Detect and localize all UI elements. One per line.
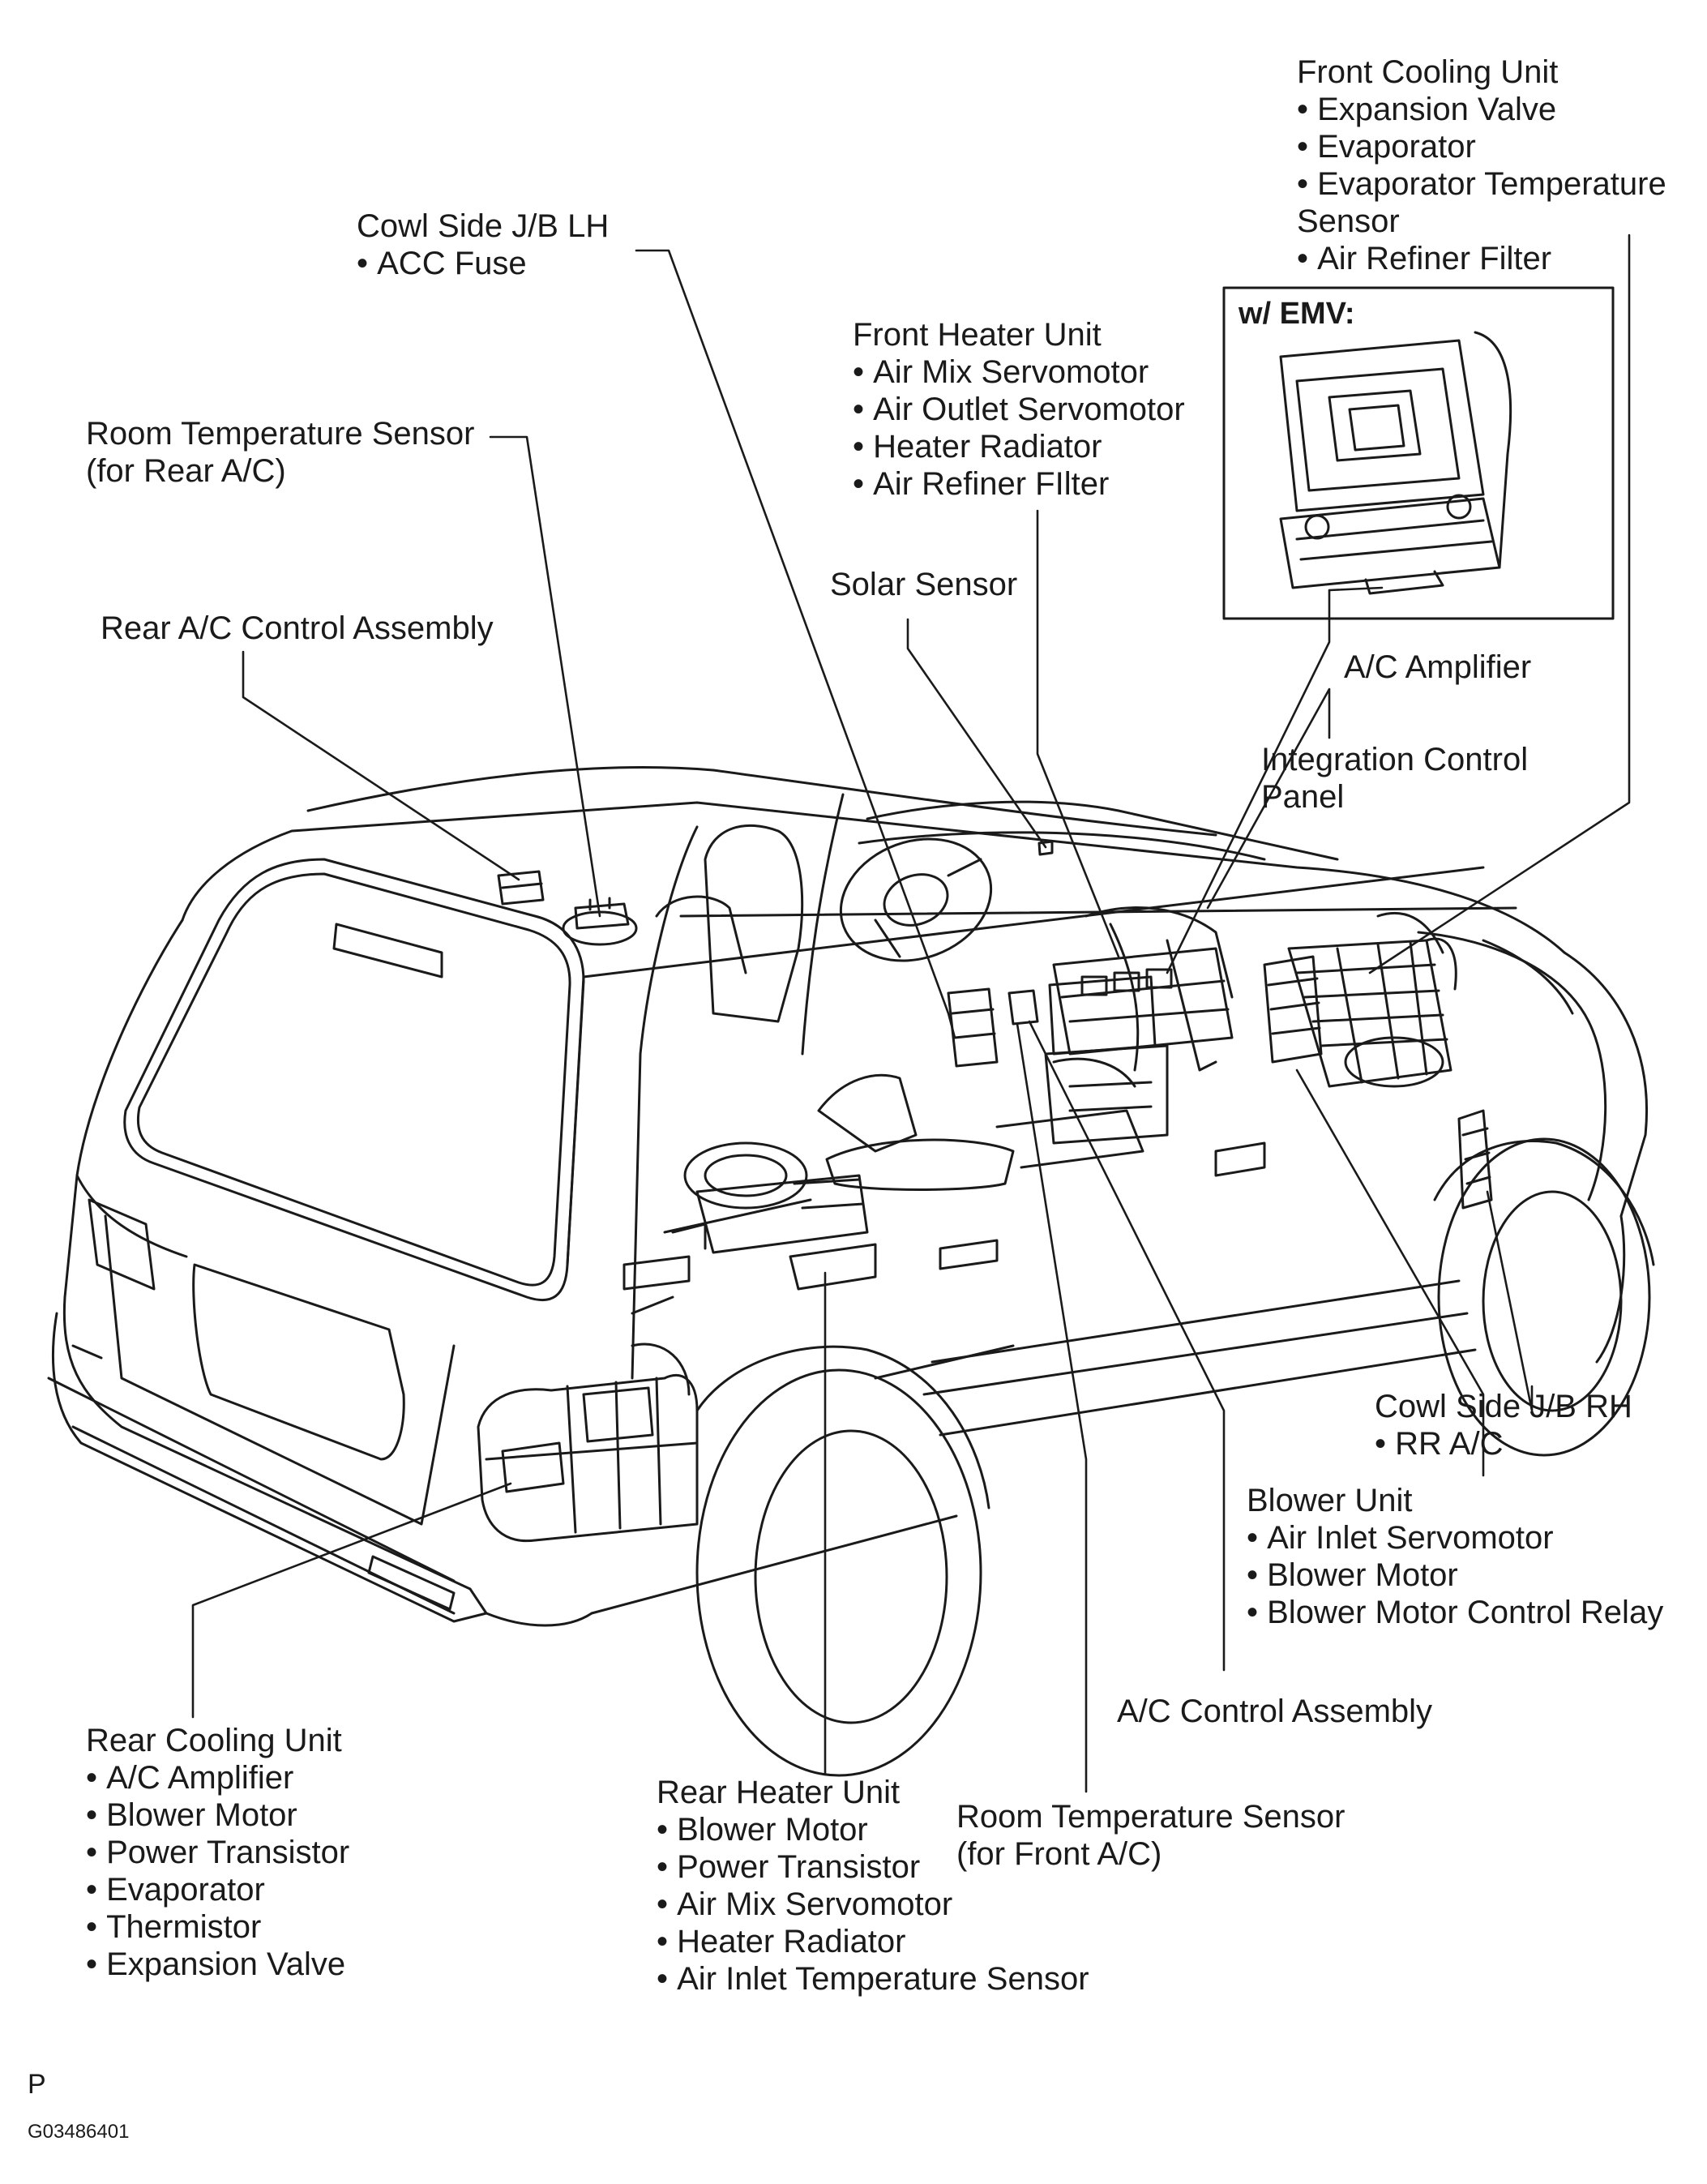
label-rear-ac-control-assembly: Rear A/C Control Assembly — [101, 610, 494, 647]
label-title: Rear A/C Control Assembly — [101, 610, 494, 646]
label-item: Air Mix Servomotor — [853, 353, 1185, 391]
label-blower-unit: Blower Unit Air Inlet Servomotor Blower … — [1247, 1482, 1663, 1631]
ac-control-assembly-part — [1008, 989, 1039, 1026]
label-rear-cooling-unit: Rear Cooling Unit A/C Amplifier Blower M… — [86, 1722, 349, 1983]
label-item: Air Inlet Temperature Sensor — [657, 1960, 1089, 1998]
label-item: Power Transistor — [657, 1848, 1089, 1886]
label-item: Evaporator — [86, 1871, 349, 1908]
label-title: Rear Cooling Unit — [86, 1723, 342, 1758]
label-front-cooling-unit: Front Cooling Unit Expansion Valve Evapo… — [1297, 54, 1666, 277]
label-item: Expansion Valve — [86, 1946, 349, 1983]
rear-ac-control-assembly-part — [497, 870, 545, 906]
label-item: Blower Motor Control Relay — [1247, 1594, 1663, 1631]
page-letter: P — [28, 2069, 46, 2100]
label-item: Thermistor — [86, 1908, 349, 1946]
vehicle-body-outline — [47, 766, 1648, 1627]
label-cowl-side-jb-rh: Cowl Side J/B RH RR A/C — [1375, 1388, 1632, 1462]
rear-heater-unit-part — [671, 1141, 877, 1291]
label-title: Room Temperature Sensor — [956, 1799, 1345, 1835]
label-item: Heater Radiator — [657, 1923, 1089, 1960]
rear-wheel — [695, 1345, 990, 1777]
label-item: A/C Amplifier — [86, 1759, 349, 1796]
label-item: Air Outlet Servomotor — [853, 391, 1185, 428]
label-title: A/C Control Assembly — [1117, 1694, 1433, 1729]
label-item: Blower Motor — [657, 1811, 1089, 1848]
integration-control-panel-part — [1048, 975, 1157, 1056]
label-title: A/C Amplifier — [1344, 649, 1532, 685]
figure-id: G03486401 — [28, 2121, 130, 2143]
label-integration-control-panel: Integration Control Panel — [1261, 741, 1528, 816]
label-item: Air Mix Servomotor — [657, 1886, 1089, 1923]
cowl-side-jb-rh-part — [1457, 1109, 1493, 1210]
label-subtitle: (for Front A/C) — [956, 1836, 1162, 1872]
rear-cooling-unit-part — [477, 1343, 699, 1543]
cowl-side-jb-lh-part — [947, 987, 999, 1068]
label-item: Heater Radiator — [853, 428, 1185, 465]
front-cooling-unit-part — [1287, 937, 1457, 1088]
room-temp-sensor-rear-part — [562, 897, 638, 946]
label-title: Blower Unit — [1247, 1483, 1413, 1518]
front-heater-unit-part — [1052, 906, 1234, 1072]
label-title: Solar Sensor — [830, 567, 1018, 602]
label-item: Air Refiner FIlter — [853, 465, 1185, 503]
label-item: Air Inlet Servomotor — [1247, 1519, 1663, 1557]
label-item: Power Transistor — [86, 1834, 349, 1871]
emv-inset-title: w/ EMV: — [1239, 297, 1355, 331]
interior-outline — [655, 800, 1339, 1191]
label-item: Evaporator Temperature — [1297, 165, 1666, 203]
label-solar-sensor: Solar Sensor — [830, 566, 1017, 603]
label-title: Rear Heater Unit — [657, 1775, 901, 1810]
label-item: ACC Fuse — [357, 245, 609, 282]
label-item: Blower Motor — [1247, 1557, 1663, 1594]
label-subtitle: Panel — [1261, 779, 1345, 815]
label-item: Air Refiner Filter — [1297, 240, 1666, 277]
label-item: Evaporator — [1297, 128, 1666, 165]
label-item: RR A/C — [1375, 1425, 1632, 1462]
emv-inset — [1222, 286, 1615, 620]
label-rear-heater-unit: Rear Heater Unit Blower Motor Power Tran… — [657, 1774, 1089, 1998]
blower-unit-part — [1263, 955, 1444, 1088]
label-title: Integration Control — [1261, 742, 1529, 777]
label-title: Cowl Side J/B RH — [1375, 1389, 1632, 1424]
label-room-temp-sensor-front: Room Temperature Sensor (for Front A/C) — [956, 1798, 1345, 1873]
label-room-temp-sensor-rear: Room Temperature Sensor (for Rear A/C) — [86, 415, 475, 490]
label-item: Blower Motor — [86, 1796, 349, 1834]
label-title: Front Cooling Unit — [1297, 54, 1559, 90]
label-front-heater-unit: Front Heater Unit Air Mix Servomotor Air… — [853, 316, 1185, 503]
label-title: Front Heater Unit — [853, 317, 1102, 353]
label-title: Room Temperature Sensor — [86, 416, 475, 452]
label-item: Expansion Valve — [1297, 91, 1666, 128]
label-cowl-side-jb-lh: Cowl Side J/B LH ACC Fuse — [357, 208, 609, 282]
label-ac-amplifier: A/C Amplifier — [1344, 649, 1531, 686]
solar-sensor-part — [1037, 840, 1054, 856]
label-title: Cowl Side J/B LH — [357, 208, 610, 244]
label-item-wrap: Sensor — [1297, 203, 1400, 239]
label-subtitle: (for Rear A/C) — [86, 453, 286, 489]
label-ac-control-assembly: A/C Control Assembly — [1117, 1693, 1432, 1730]
